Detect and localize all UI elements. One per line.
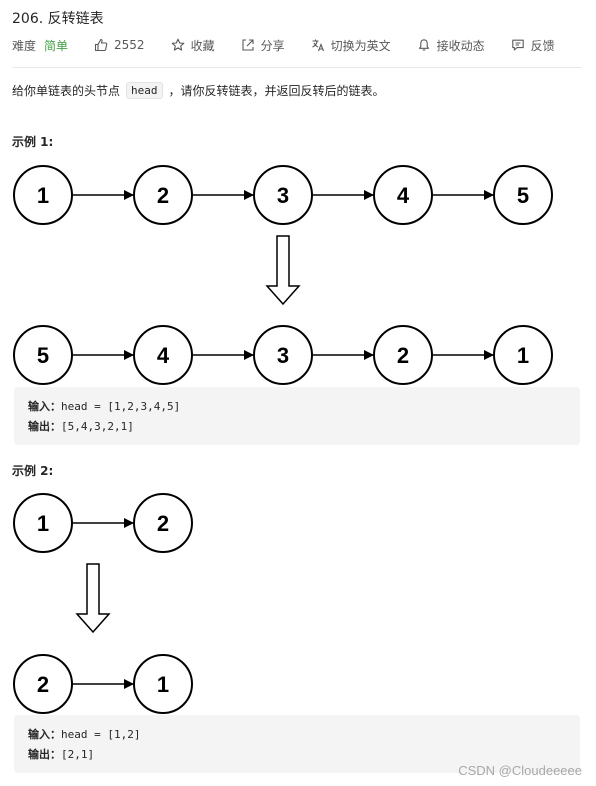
favorite-label: 收藏	[190, 38, 215, 53]
translate-icon	[311, 39, 324, 52]
star-icon	[171, 38, 184, 51]
list-node-value: 5	[517, 183, 529, 208]
list-node-value: 4	[397, 183, 410, 208]
problem-toolbar: 难度 简单 2552 收藏 分享 切换为英文 接收动态 反馈	[12, 35, 581, 55]
header-divider	[12, 67, 582, 68]
switch-language-label: 切换为英文	[330, 38, 391, 53]
list-node	[13, 493, 73, 553]
list-node	[13, 654, 73, 714]
example-1-input-list: 1 2 3 4 5	[13, 165, 553, 225]
example-1-output-line: 输出：[5,4,3,2,1]	[28, 417, 566, 437]
favorite-button[interactable]: 收藏	[171, 37, 215, 54]
page-title: 206. 反转链表	[12, 11, 104, 27]
input-value: head = [1,2]	[61, 728, 141, 741]
output-label: 输出：	[28, 420, 61, 433]
like-button[interactable]: 2552	[94, 38, 145, 52]
description-text-before: 给你单链表的头节点	[12, 84, 121, 98]
list-node	[373, 325, 433, 385]
difficulty-label: 难度	[12, 38, 37, 53]
list-node	[133, 493, 193, 553]
list-node	[493, 325, 553, 385]
example-1-input-line: 输入：head = [1,2,3,4,5]	[28, 397, 566, 417]
list-node-value: 2	[397, 343, 409, 368]
feedback-label: 反馈	[530, 38, 555, 53]
share-label: 分享	[260, 38, 285, 53]
problem-description: 给你单链表的头节点 head ，请你反转链表，并返回反转后的链表。	[12, 82, 385, 99]
example-2-output-line: 输出：[2,1]	[28, 745, 566, 765]
example-2-input-line: 输入：head = [1,2]	[28, 725, 566, 745]
example-1-output-list: 5 4 3 2 1	[13, 325, 553, 385]
list-node	[13, 325, 73, 385]
example-1-heading: 示例 1:	[12, 135, 54, 149]
list-node	[13, 165, 73, 225]
share-button[interactable]: 分享	[241, 37, 285, 54]
output-value: [5,4,3,2,1]	[61, 420, 134, 433]
difficulty-badge: 简单	[44, 38, 69, 53]
list-node-value: 1	[157, 672, 169, 697]
example-2-heading: 示例 2:	[12, 464, 54, 478]
watermark: CSDN @Cloudeeeee	[458, 763, 582, 778]
like-count: 2552	[114, 38, 145, 52]
list-node	[493, 165, 553, 225]
list-node-value: 1	[37, 183, 49, 208]
list-node-value: 2	[157, 183, 169, 208]
share-icon	[242, 39, 254, 51]
list-node-value: 4	[157, 343, 170, 368]
example-1-io-box: 输入：head = [1,2,3,4,5] 输出：[5,4,3,2,1]	[14, 387, 580, 445]
list-node	[253, 325, 313, 385]
switch-language-button[interactable]: 切换为英文	[311, 37, 391, 54]
list-node-value: 1	[37, 511, 49, 536]
input-value: head = [1,2,3,4,5]	[61, 400, 181, 413]
feedback-icon	[511, 39, 524, 51]
inline-code-head: head	[126, 82, 163, 99]
list-node	[133, 325, 193, 385]
output-label: 输出：	[28, 748, 61, 761]
list-node-value: 1	[517, 343, 529, 368]
list-node-value: 2	[157, 511, 169, 536]
description-text-after: ，请你反转链表，并返回反转后的链表。	[168, 84, 385, 98]
list-node-value: 2	[37, 672, 49, 697]
example-2-io-box: 输入：head = [1,2] 输出：[2,1]	[14, 715, 580, 773]
input-label: 输入：	[28, 400, 61, 413]
notify-label: 接收动态	[436, 38, 485, 53]
feedback-button[interactable]: 反馈	[511, 37, 555, 54]
bell-icon	[418, 39, 429, 51]
list-node	[373, 165, 433, 225]
example-1-transform-arrow	[265, 235, 301, 306]
notify-button[interactable]: 接收动态	[417, 37, 485, 54]
thumbs-up-icon	[94, 38, 108, 52]
output-value: [2,1]	[61, 748, 95, 761]
list-node-value: 5	[37, 343, 49, 368]
input-label: 输入：	[28, 728, 61, 741]
list-node	[133, 654, 193, 714]
list-node-value: 3	[277, 183, 289, 208]
list-node	[133, 165, 193, 225]
list-node	[253, 165, 313, 225]
example-2-transform-arrow	[75, 563, 111, 634]
list-node-value: 3	[277, 343, 289, 368]
